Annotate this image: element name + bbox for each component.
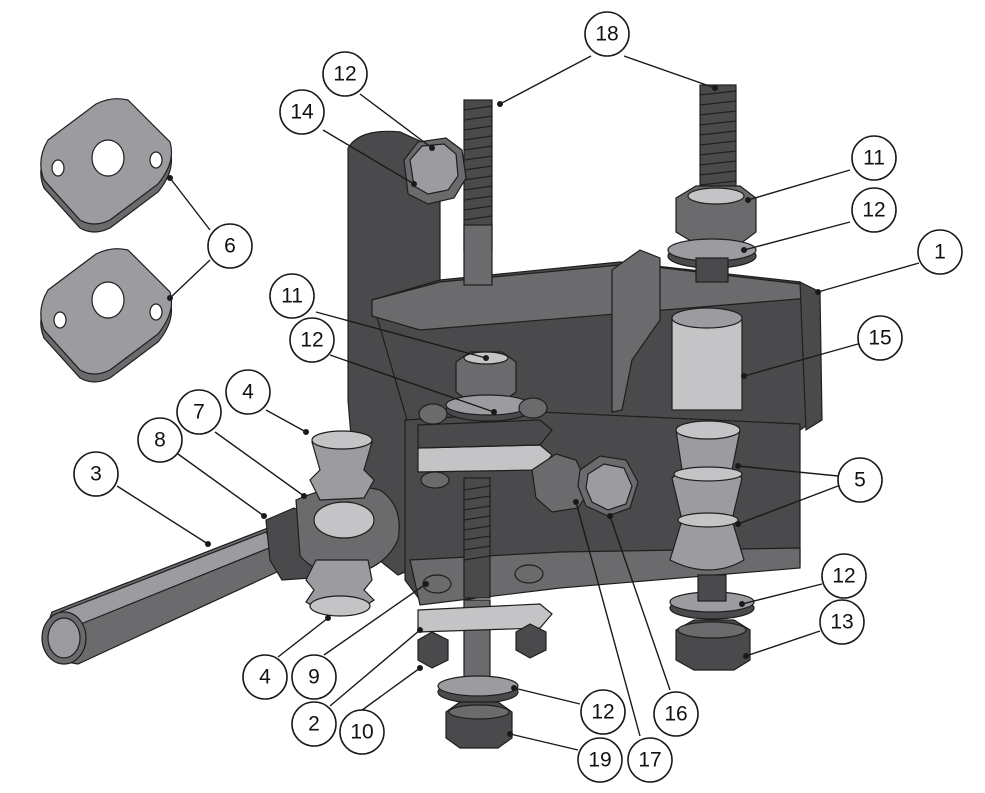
balloon-17: 17 [627,737,673,783]
part-12-right-lower-washer [669,574,755,620]
balloon-3: 3 [73,451,119,497]
balloon-8: 8 [137,417,183,463]
part-12-bottom-washer [437,675,519,704]
svg-text:2: 2 [308,713,320,736]
part-16-bolt-head [577,455,639,517]
svg-text:12: 12 [333,63,356,86]
part-6-upper-flange-plate [40,98,173,233]
part-4-upper-spacer [309,430,375,501]
part-18-left-threaded-stud [463,99,493,286]
part-19-hex-nut [445,701,513,749]
svg-text:12: 12 [862,199,885,222]
balloon-19: 19 [577,737,623,783]
balloon-4-top: 4 [225,369,271,415]
part-12-left-washer [445,394,531,422]
balloon-13: 13 [819,599,865,645]
balloon-10: 10 [339,709,385,755]
balloon-7: 7 [176,389,222,435]
part-11-right-hex-nut [675,185,757,245]
svg-text:10: 10 [350,721,373,744]
svg-text:12: 12 [832,565,855,588]
part-14-pivot-bolt-head [403,137,467,205]
balloon-12-right-upper: 12 [851,187,897,233]
balloon-9: 9 [291,654,337,700]
svg-text:4: 4 [242,381,254,404]
svg-text:1: 1 [934,241,946,264]
svg-text:14: 14 [290,101,314,124]
part-5-roller [669,420,745,571]
part-6-lower-flange-plate [40,248,173,383]
balloon-12-right-lower: 12 [821,553,867,599]
svg-text:9: 9 [308,666,320,689]
svg-text:6: 6 [224,235,236,258]
svg-text:16: 16 [664,703,687,726]
svg-text:19: 19 [588,749,611,772]
balloon-11-right: 11 [851,135,897,181]
svg-text:13: 13 [830,611,853,634]
part-18-right-threaded-stud [699,84,737,201]
svg-text:7: 7 [193,401,205,424]
part-15-spacer-tube [671,307,743,411]
part-11-left-hex-nut [455,351,517,403]
part-13-hex-nut [675,619,751,671]
part-3-tie-rod [41,527,291,665]
balloon-15: 15 [857,315,903,361]
part-lower-left-stud [463,477,491,681]
balloon-12-top: 12 [322,51,368,97]
leader-lines [116,55,920,751]
svg-text:15: 15 [868,327,891,350]
svg-text:11: 11 [863,147,885,170]
balloon-6: 6 [207,223,253,269]
svg-text:17: 17 [638,749,661,772]
svg-text:5: 5 [854,469,866,492]
balloon-12-bottom: 12 [580,689,626,735]
svg-text:8: 8 [154,429,166,452]
balloon-4-bottom: 4 [242,654,288,700]
svg-text:4: 4 [259,666,271,689]
balloon-12-left: 12 [289,317,335,363]
part-12-right-upper-washer [667,238,757,283]
balloon-11-left: 11 [269,273,315,319]
svg-text:12: 12 [300,329,323,352]
balloon-5: 5 [837,457,883,503]
svg-text:18: 18 [595,23,618,46]
balloon-16: 16 [653,691,699,737]
balloon-1: 1 [917,229,963,275]
svg-text:3: 3 [90,463,102,486]
balloon-2: 2 [291,701,337,747]
balloon-14: 14 [279,89,325,135]
part-clamp-plate-lower [417,564,553,669]
part-7-rod-end-body [295,486,400,577]
leader-arrowheads [167,85,821,737]
part-4-lower-spacer [305,559,375,617]
balloon-18: 18 [584,11,630,57]
svg-text:12: 12 [591,701,614,724]
part-clamp-plate-upper [417,397,553,489]
svg-text:11: 11 [281,285,303,308]
